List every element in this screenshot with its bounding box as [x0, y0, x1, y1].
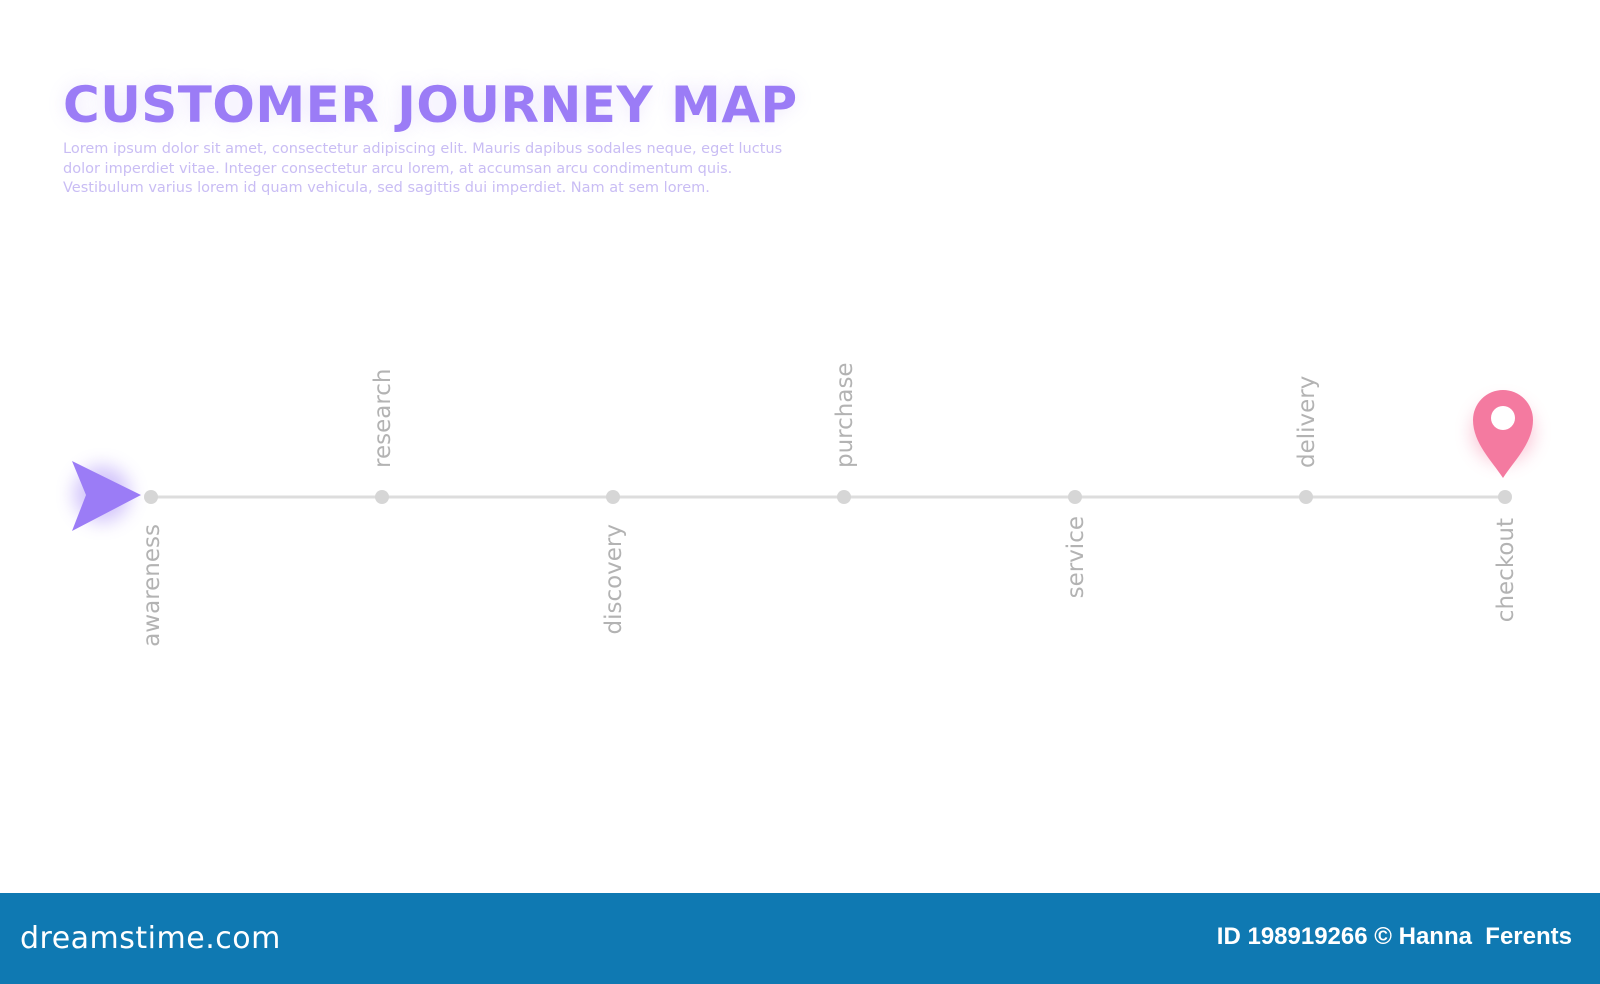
stage-label-service: service — [1063, 516, 1089, 598]
stage-awareness: awareness — [139, 490, 165, 647]
stage-group: awareness research discovery purchase se… — [139, 362, 1519, 646]
stage-delivery: delivery — [1294, 376, 1320, 504]
stage-label-delivery: delivery — [1294, 376, 1320, 468]
image-credit: ID 198919266 © Hanna Ferents — [1216, 923, 1572, 950]
stage-dot — [375, 490, 389, 504]
stage-dot — [837, 490, 851, 504]
stage-label-awareness: awareness — [139, 524, 165, 647]
stage-purchase: purchase — [832, 362, 858, 504]
location-pin-icon — [1473, 390, 1533, 478]
stage-dot — [606, 490, 620, 504]
stage-service: service — [1063, 490, 1089, 598]
stage-label-checkout: checkout — [1493, 518, 1519, 622]
description-line: Vestibulum varius lorem id quam vehicula… — [63, 180, 710, 196]
stage-label-purchase: purchase — [832, 362, 858, 468]
stage-discovery: discovery — [601, 490, 627, 635]
stage-dot — [1068, 490, 1082, 504]
header: CUSTOMER JOURNEY MAP Lorem ipsum dolor s… — [63, 74, 883, 199]
dreamstime-logo: dreamstime.com — [20, 921, 281, 956]
stage-dot — [1299, 490, 1313, 504]
journey-timeline: awareness research discovery purchase se… — [72, 362, 1533, 647]
page-title: CUSTOMER JOURNEY MAP — [63, 76, 798, 134]
description: Lorem ipsum dolor sit amet, consectetur … — [63, 140, 883, 199]
footer-bar: dreamstime.com ID 198919266 © Hanna Fere… — [0, 893, 1600, 984]
description-line: dolor imperdiet vitae. Integer consectet… — [63, 160, 733, 177]
stage-label-research: research — [370, 368, 396, 468]
stage-checkout: checkout — [1493, 490, 1519, 622]
description-line: Lorem ipsum dolor sit amet, consectetur … — [63, 141, 783, 157]
stage-dot — [1498, 490, 1512, 504]
stage-dot — [144, 490, 158, 504]
stage-research: research — [370, 368, 396, 504]
stage-label-discovery: discovery — [601, 524, 627, 635]
arrow-play-icon — [72, 461, 141, 531]
